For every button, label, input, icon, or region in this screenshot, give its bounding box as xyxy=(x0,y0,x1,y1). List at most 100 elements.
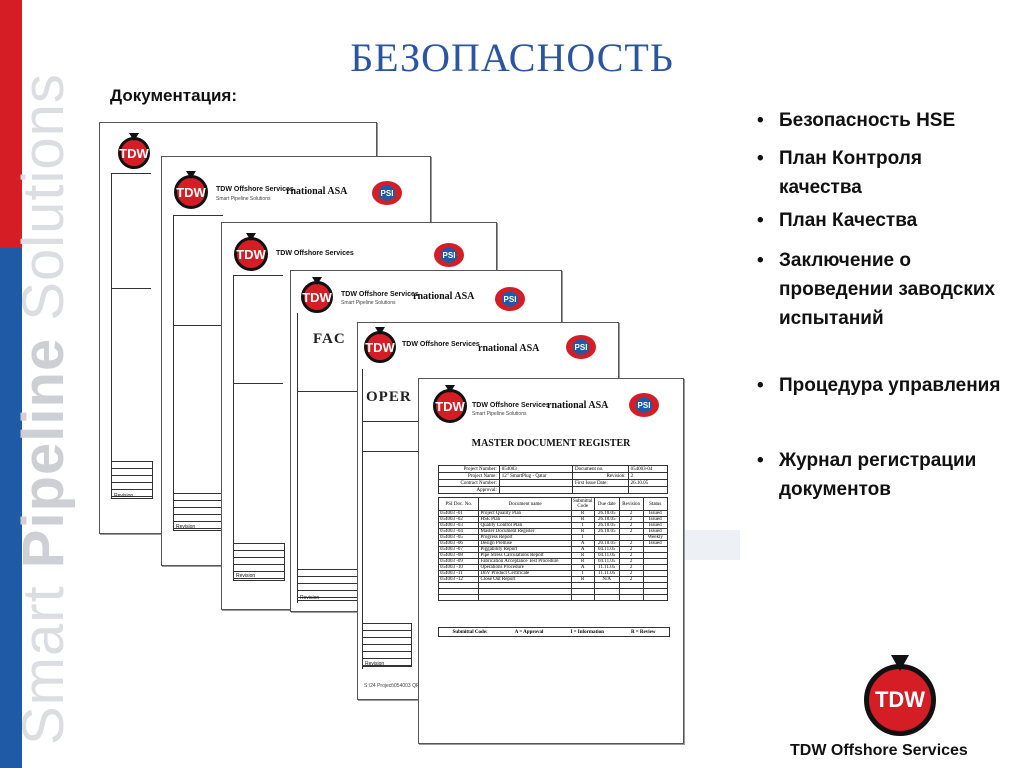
info-label: Contract Number: xyxy=(438,479,500,487)
brand-name: TDW Offshore Services xyxy=(276,250,354,257)
list-item: Безопасность HSE xyxy=(757,106,1007,135)
page-frame-line xyxy=(297,313,298,603)
info-row: Approval: xyxy=(438,486,669,494)
register-table: PSI Doc. No. Document name Submittal Cod… xyxy=(437,497,669,601)
page-frame-line xyxy=(233,275,283,276)
info-row: Project Name: 12" SmartPlug - Qatar Revi… xyxy=(438,472,669,480)
submittal-code-label: Submittal Code: xyxy=(452,629,488,635)
table-cell xyxy=(437,594,480,601)
psi-logo-icon: PSI xyxy=(566,335,596,359)
revision-table xyxy=(111,461,153,499)
register-title: MASTER DOCUMENT REGISTER xyxy=(471,438,631,449)
psi-logo-icon: PSI xyxy=(629,393,659,417)
revision-label: Revision xyxy=(236,573,256,579)
brand-name: TDW Offshore Services xyxy=(341,291,419,298)
table-cell xyxy=(618,594,644,601)
page-divider xyxy=(233,383,283,384)
page-divider xyxy=(362,421,418,422)
info-value xyxy=(498,486,574,494)
tdw-logo-icon: TDW xyxy=(234,233,268,271)
register-info-table: Project Number: 054003 Document no. 0540… xyxy=(438,465,669,494)
company-name: rnational ASA xyxy=(478,343,540,354)
column-header: PSI Doc. No. xyxy=(437,497,480,511)
tdw-logo-icon: TDW xyxy=(174,171,208,209)
revision-table xyxy=(173,493,225,531)
page-frame-line xyxy=(233,275,234,581)
info-label: Revision: xyxy=(572,472,629,480)
table-cell xyxy=(593,594,620,601)
code-approval: A = Approval xyxy=(514,629,544,635)
info-value: 054003-04 xyxy=(627,465,669,473)
documentation-label: Документация: xyxy=(110,86,238,105)
tdw-logo-icon: TDW xyxy=(301,277,333,313)
revision-label: Revision xyxy=(300,595,320,601)
info-value: 26.10.05 xyxy=(627,479,669,487)
info-value: 2 xyxy=(627,472,669,480)
brand-tagline: Smart Pipeline Solutions xyxy=(216,196,271,202)
info-label: Project Name: xyxy=(438,472,500,480)
table-cell: Fabrication Acceptance Test Procedure xyxy=(478,558,572,565)
list-item: План Контроля качества xyxy=(757,144,1007,202)
column-header: Due date xyxy=(593,497,620,511)
page-divider xyxy=(362,451,418,452)
company-name: rnational ASA xyxy=(413,291,475,302)
table-cell xyxy=(642,594,669,601)
page-frame-line xyxy=(173,215,174,521)
info-label: Approval: xyxy=(438,486,500,494)
submittal-codes: Submittal Code: A = Approval I = Informa… xyxy=(438,627,670,637)
slide-title: БЕЗОПАСНОСТЬ xyxy=(350,35,674,80)
info-row: Project Number: 054003 Document no. 0540… xyxy=(438,465,669,473)
list-item: Заключение о проведении заводских испыта… xyxy=(757,246,1007,333)
column-header: Document name xyxy=(478,497,572,511)
info-value: 054003 xyxy=(498,465,574,473)
page-frame-line xyxy=(173,215,223,216)
revision-table xyxy=(297,569,359,601)
info-row: Contract Number: First Issue Date: 26.10… xyxy=(438,479,669,487)
tdw-logo-icon: TDW xyxy=(364,327,396,363)
psi-logo-icon: PSI xyxy=(495,287,525,311)
footer-path: S:\24 Project\054003 QP xyxy=(364,683,420,689)
document-heading: FAC xyxy=(313,331,346,347)
company-name: rnational ASA xyxy=(547,400,609,411)
brand-strip-red xyxy=(0,0,22,248)
info-label: First Issue Date: xyxy=(572,479,629,487)
tdw-logo-icon: TDW xyxy=(118,133,150,169)
table-row-empty xyxy=(437,594,669,601)
code-information: I = Information xyxy=(570,629,604,635)
page-divider xyxy=(173,325,223,326)
brand-name: TDW Offshore Services xyxy=(472,402,550,409)
info-label xyxy=(572,486,629,494)
revision-table xyxy=(233,543,285,581)
tdw-logo-icon: TDW xyxy=(864,655,936,736)
vertical-brand-text: Smart Pipeline Solutions xyxy=(11,73,76,745)
column-header: Revision xyxy=(618,497,644,511)
table-cell xyxy=(570,594,595,601)
info-value xyxy=(498,479,574,487)
brand-name: TDW Offshore Services xyxy=(216,186,294,193)
table-cell xyxy=(478,594,572,601)
revision-label: Revision xyxy=(176,524,196,530)
revision-label: Revision xyxy=(365,661,385,667)
info-label: Project Number: xyxy=(438,465,500,473)
info-value: 12" SmartPlug - Qatar xyxy=(498,472,574,480)
register-header-row: PSI Doc. No. Document name Submittal Cod… xyxy=(437,497,669,511)
page-frame-line xyxy=(362,369,363,669)
brand-tagline: Smart Pipeline Solutions xyxy=(472,411,527,417)
list-item: Журнал регистрации документов xyxy=(757,446,1007,504)
document-heading: OPER xyxy=(366,389,412,405)
master-document-register-page: TDW TDW Offshore Services Smart Pipeline… xyxy=(418,378,684,744)
column-header: Submittal Code xyxy=(570,497,595,511)
page-divider xyxy=(111,288,151,289)
psi-logo-icon: PSI xyxy=(434,243,464,267)
psi-logo-icon: PSI xyxy=(372,181,402,205)
brand-strip-blue xyxy=(0,248,22,768)
list-item: Процедура управления xyxy=(757,371,1007,400)
page-frame-line xyxy=(111,173,112,499)
page-frame-line xyxy=(111,173,151,174)
revision-label: Revision xyxy=(114,493,134,499)
column-header: Status xyxy=(642,497,669,511)
footer-brand-name: TDW Offshore Services xyxy=(790,742,968,759)
tdw-logo-icon: TDW xyxy=(433,385,467,423)
info-value xyxy=(627,486,669,494)
